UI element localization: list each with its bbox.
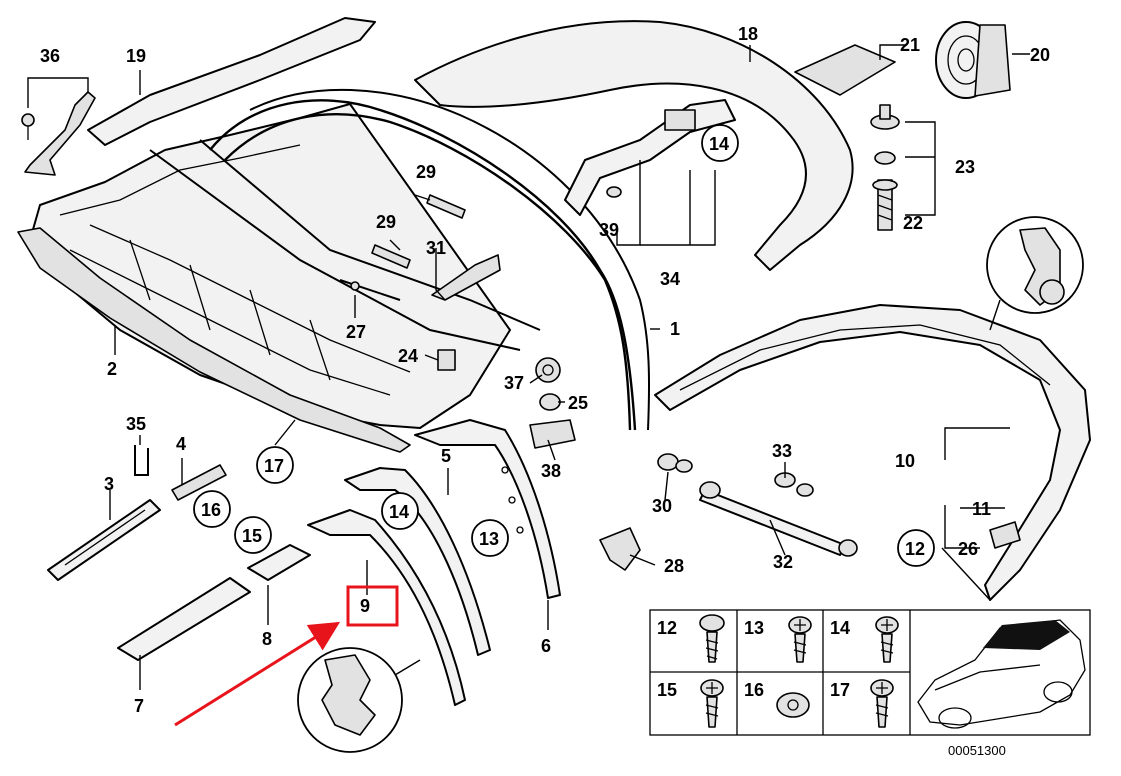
- screw-icon-15: [700, 679, 724, 728]
- legend-16: 16: [744, 680, 764, 700]
- legend-13: 13: [744, 618, 764, 638]
- hinge-34: [564, 99, 736, 216]
- highlight-part-9: [174, 585, 399, 727]
- screw-icon-13: [788, 616, 812, 663]
- callout-29a: 29: [416, 162, 436, 182]
- callout-6: 6: [541, 636, 551, 656]
- callout-26: 26: [958, 539, 978, 559]
- screw-icon-14: [875, 616, 899, 663]
- callout-3: 3: [104, 474, 114, 494]
- roll-20: [935, 21, 1011, 99]
- callout-38: 38: [541, 461, 561, 481]
- callout-9: 9: [360, 596, 370, 616]
- strut-32: [699, 481, 858, 557]
- callouts: 1 2 3 4 5 6 7 8 9 10 11 18 19 20 21 22 2…: [40, 24, 1050, 716]
- legend-15: 15: [657, 680, 677, 700]
- rear-cover-18: [414, 20, 854, 271]
- top-bows-1: [149, 88, 651, 431]
- car-icon: [917, 619, 1086, 729]
- callout-34: 34: [660, 269, 680, 289]
- legend-12: 12: [657, 618, 677, 638]
- callout-2: 2: [107, 359, 117, 379]
- rear-frame-2: [17, 103, 511, 453]
- legend-14: 14: [830, 618, 850, 638]
- bolt-29a: [426, 194, 466, 219]
- callout-10: 10: [895, 451, 915, 471]
- callout-32: 32: [773, 552, 793, 572]
- diagram-id: 00051300: [948, 743, 1006, 758]
- clip-4: [171, 464, 227, 501]
- side-trim-10-11: [654, 304, 1091, 601]
- bracket-28: [599, 527, 641, 571]
- callout-29b: 29: [376, 212, 396, 232]
- callout-13: 13: [479, 529, 499, 549]
- callout-21: 21: [900, 35, 920, 55]
- bolt-30: [657, 453, 693, 473]
- callout-24: 24: [398, 346, 418, 366]
- detail-magnifier-top: [986, 216, 1084, 331]
- callout-35: 35: [126, 414, 146, 434]
- bolt-33: [774, 472, 814, 497]
- callout-31: 31: [426, 238, 446, 258]
- fastener-legend: 12 13 14 15 16 17: [649, 609, 1091, 758]
- callout-11: 11: [972, 499, 991, 519]
- part-37: [535, 357, 561, 383]
- callout-39: 39: [599, 220, 619, 240]
- callout-36: 36: [40, 46, 60, 66]
- part-24: [437, 349, 456, 371]
- callout-20: 20: [1030, 45, 1050, 65]
- callout-28: 28: [664, 556, 684, 576]
- callout-22: 22: [903, 213, 923, 233]
- strip-3: [47, 499, 161, 581]
- highlight-box: [346, 585, 399, 627]
- legend-17: 17: [830, 680, 850, 700]
- circled-callouts: 14 14 13 16 15 17 12: [193, 124, 935, 567]
- clip-35: [134, 445, 149, 476]
- callout-37: 37: [504, 373, 524, 393]
- strip-19: [87, 17, 376, 146]
- callout-1: 1: [670, 319, 680, 339]
- strip-7: [117, 577, 251, 661]
- callout-14b: 14: [389, 502, 409, 522]
- bolt-29b: [371, 244, 411, 269]
- callout-14a: 14: [709, 134, 729, 154]
- callout-16: 16: [201, 500, 221, 520]
- fasteners-22-23: [870, 104, 900, 231]
- callout-27: 27: [346, 322, 366, 342]
- callout-4: 4: [176, 434, 186, 454]
- leader-lines: [27, 44, 1030, 690]
- detail-magnifier-bottom: [297, 647, 421, 753]
- screw-icon-17: [870, 679, 894, 728]
- callout-19: 19: [126, 46, 146, 66]
- seal-9: [307, 509, 466, 706]
- callout-5: 5: [441, 446, 451, 466]
- screw-icon-12: [699, 614, 725, 663]
- callout-23: 23: [955, 157, 975, 177]
- washer-icon-16: [776, 692, 810, 718]
- part-38: [529, 419, 576, 449]
- callout-30: 30: [652, 496, 672, 516]
- callout-15: 15: [242, 526, 262, 546]
- callout-18: 18: [738, 24, 758, 44]
- pad-21: [794, 44, 896, 96]
- bracket-36: [21, 91, 96, 176]
- callout-7: 7: [134, 696, 144, 716]
- pin-27: [339, 279, 401, 301]
- strip-8: [247, 544, 311, 581]
- callout-25: 25: [568, 393, 588, 413]
- seal-6: [414, 419, 561, 599]
- callout-33: 33: [772, 441, 792, 461]
- part-25: [539, 393, 561, 411]
- callout-17: 17: [264, 456, 284, 476]
- highlight-arrow: [174, 621, 341, 727]
- bracket-31: [431, 254, 501, 301]
- callout-8: 8: [262, 629, 272, 649]
- callout-12: 12: [905, 539, 925, 559]
